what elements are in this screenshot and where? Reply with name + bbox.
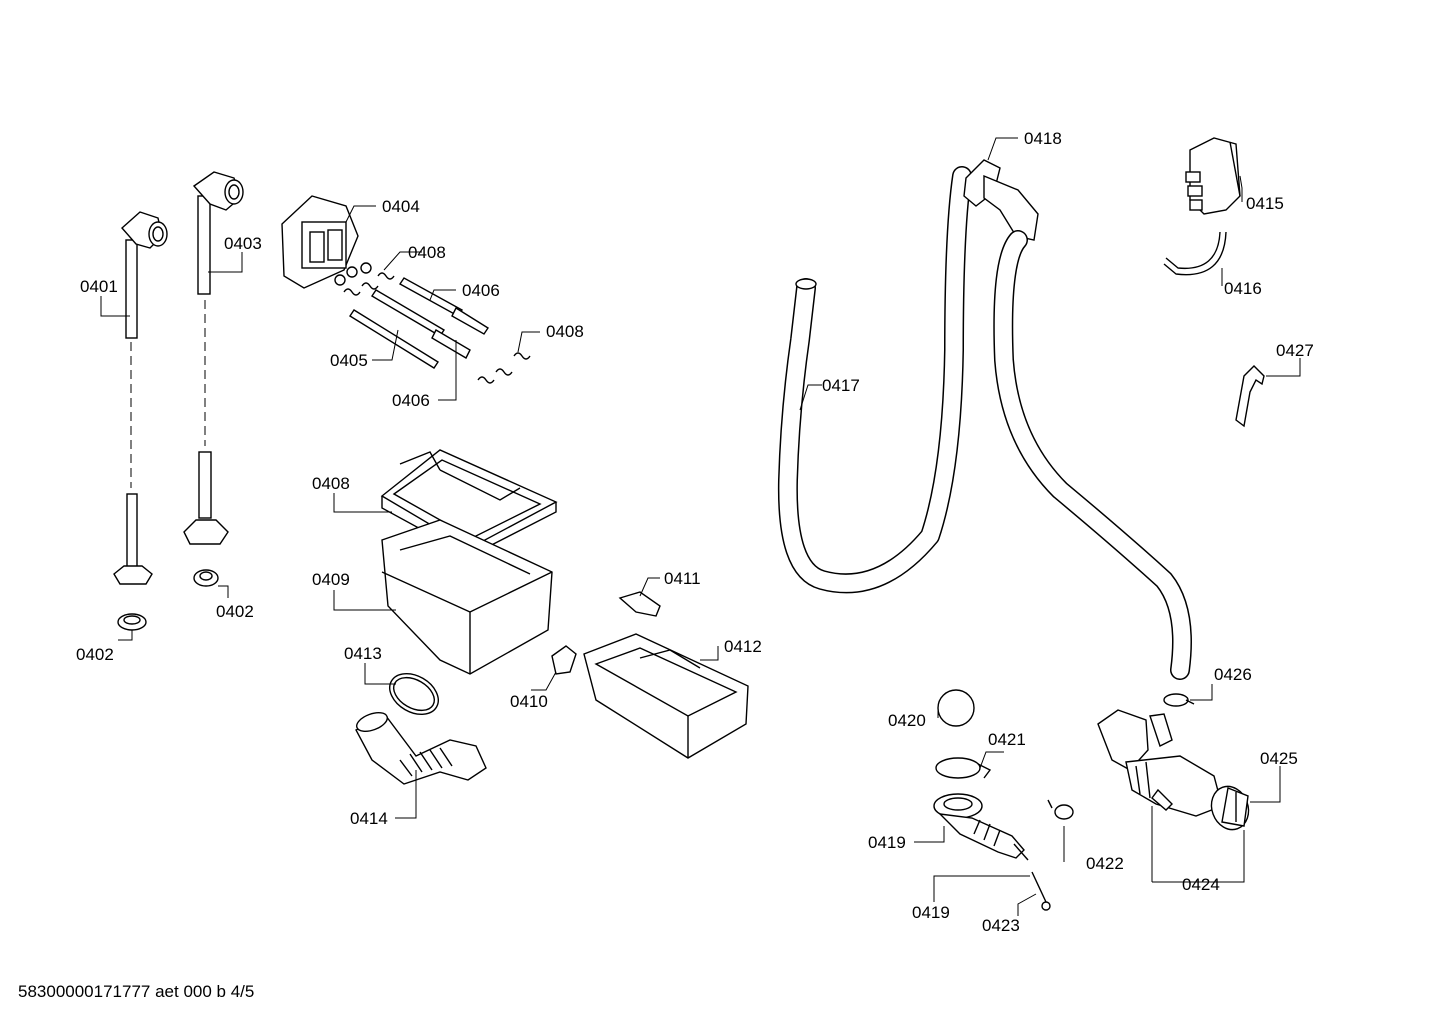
part-0410-flap xyxy=(551,645,577,675)
part-0422-clamp xyxy=(1047,799,1074,820)
label-0408: 0408 xyxy=(408,243,446,262)
label-0414: 0414 xyxy=(350,809,388,828)
label-0416: 0416 xyxy=(1224,279,1262,298)
label-0405: 0405 xyxy=(330,351,368,370)
part-0416-tube xyxy=(1163,231,1227,276)
part-0426-clamp xyxy=(1163,693,1195,707)
leader-lines xyxy=(100,137,1301,916)
part-0427-holder xyxy=(1235,365,1265,428)
part-0415-pressure-switch xyxy=(1185,137,1241,215)
label-0420: 0420 xyxy=(888,711,926,730)
part-0405-tube xyxy=(349,309,439,369)
label-0406: 0406 xyxy=(392,391,430,410)
part-0409-dispenser-housing xyxy=(381,519,553,675)
label-0411: 0411 xyxy=(664,569,701,588)
part-0403-inlet-hose xyxy=(183,171,244,545)
part-0413-seal-ring xyxy=(389,673,439,715)
label-0410: 0410 xyxy=(510,692,548,711)
part-0404-inlet-valve xyxy=(281,195,372,289)
label-0402: 0402 xyxy=(76,645,114,664)
label-0421: 0421 xyxy=(988,730,1026,749)
label-0427: 0427 xyxy=(1276,341,1314,360)
label-0419: 0419 xyxy=(868,833,906,852)
document-id-footer: 58300000171777 aet 000 b 4/5 xyxy=(18,982,255,1001)
part-0419-sump xyxy=(933,793,1029,861)
label-0418: 0418 xyxy=(1024,129,1062,148)
label-0413: 0413 xyxy=(344,644,382,663)
part-0425-filter xyxy=(1210,785,1250,831)
part-0412-drawer xyxy=(583,633,749,759)
label-0422: 0422 xyxy=(1086,854,1124,873)
part-0424-pump xyxy=(1097,709,1223,817)
label-0417: 0417 xyxy=(822,376,860,395)
part-0414-bellows xyxy=(355,712,487,785)
label-0408: 0408 xyxy=(312,474,350,493)
label-0412: 0412 xyxy=(724,637,762,656)
part-0401-inlet-hose xyxy=(113,211,168,585)
label-0408: 0408 xyxy=(546,322,584,341)
part-0408-clamps-right xyxy=(477,352,531,384)
label-0406: 0406 xyxy=(462,281,500,300)
label-0403: 0403 xyxy=(224,234,262,253)
part-0417-drain-hose xyxy=(777,166,972,594)
part-0411-slider xyxy=(618,591,661,617)
label-0419: 0419 xyxy=(912,903,950,922)
part-0402-filter-b xyxy=(193,569,219,587)
label-0423: 0423 xyxy=(982,916,1020,935)
part-0423-screw xyxy=(1031,871,1051,911)
part-0406-tubes xyxy=(371,277,489,359)
label-0426: 0426 xyxy=(1214,665,1252,684)
part-0402-filter-a xyxy=(117,613,147,631)
label-0401: 0401 xyxy=(80,277,118,296)
label-0402: 0402 xyxy=(216,602,254,621)
label-0415: 0415 xyxy=(1246,194,1284,213)
part-0418-sump-hose xyxy=(963,159,1192,680)
part-0421-clamp xyxy=(935,757,992,779)
label-0404: 0404 xyxy=(382,197,420,216)
label-0424: 0424 xyxy=(1182,875,1220,894)
part-0420-ball xyxy=(937,689,975,727)
label-0409: 0409 xyxy=(312,570,350,589)
label-0425: 0425 xyxy=(1260,749,1298,768)
part-0408-clamps-top xyxy=(343,272,395,296)
